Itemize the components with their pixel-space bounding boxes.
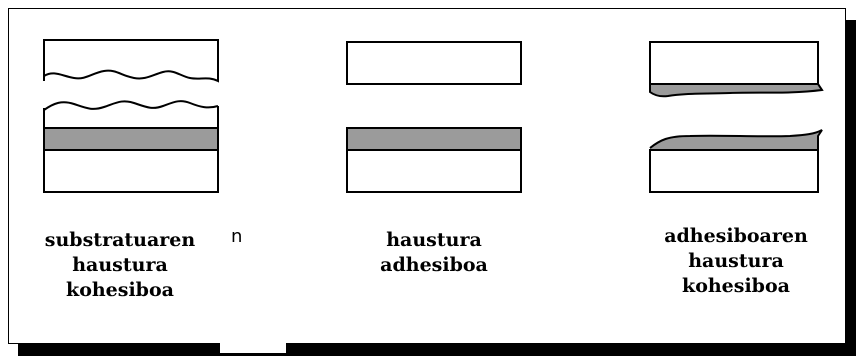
panel-adhesive-cohesive (649, 41, 824, 193)
label-line: substratuaren (44, 229, 196, 251)
label-line: adhesiboaren (664, 225, 808, 247)
label-line: haustura (72, 254, 168, 276)
lower-substrate-fracture (43, 100, 219, 111)
lower-adhesive-fracture (649, 129, 823, 150)
panel-substrate-cohesive (43, 39, 219, 193)
upper-substrate (346, 41, 522, 85)
stray-text: n (231, 226, 243, 247)
panel-adhesive-failure (346, 41, 522, 193)
lower-substrate (649, 149, 819, 193)
label-line: haustura (386, 229, 482, 251)
label-line: kohesiboa (682, 275, 790, 297)
lower-substrate (346, 149, 522, 193)
upper-substrate (649, 41, 819, 85)
frame-notch (220, 343, 286, 353)
lower-adhesive-residue (650, 130, 822, 150)
label-substrate-cohesive: substratuaren haustura kohesiboa (20, 228, 220, 303)
label-line: haustura (688, 250, 784, 272)
adhesive-layer (43, 127, 219, 151)
label-adhesive-failure: haustura adhesiboa (334, 228, 534, 278)
lower-substrate (43, 149, 219, 193)
label-line: adhesiboa (380, 254, 488, 276)
upper-substrate-broken (43, 39, 219, 83)
label-line: kohesiboa (66, 279, 174, 301)
label-adhesive-cohesive: adhesiboaren haustura kohesiboa (636, 224, 836, 299)
upper-adhesive-residue (649, 83, 824, 98)
adhesive-layer (346, 127, 522, 151)
